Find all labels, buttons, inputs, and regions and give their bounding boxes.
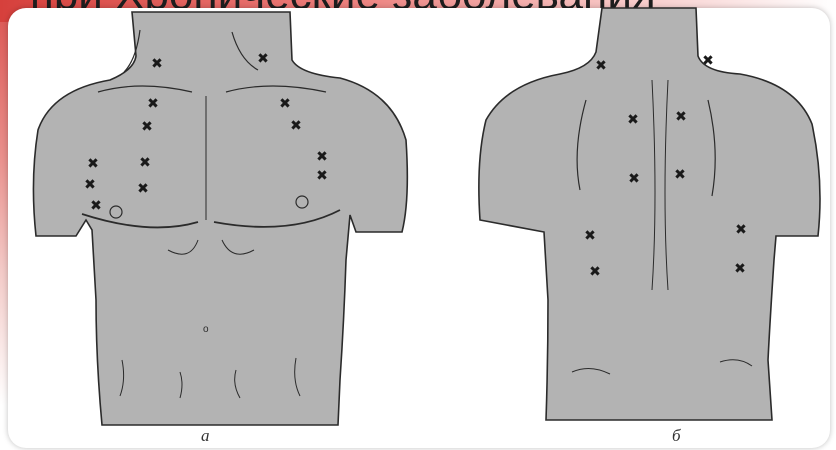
marker-x-5: ✖ bbox=[279, 96, 291, 112]
marker-x-10: ✖ bbox=[139, 155, 151, 171]
marker-x-9: ✖ bbox=[90, 198, 102, 214]
marker-x-14: ✖ bbox=[595, 58, 607, 74]
marker-x-6: ✖ bbox=[290, 118, 302, 134]
marker-x-7: ✖ bbox=[87, 156, 99, 172]
marker-x-17: ✖ bbox=[675, 109, 687, 125]
marker-x-4: ✖ bbox=[141, 119, 153, 135]
marker-x-20: ✖ bbox=[584, 228, 596, 244]
caption-front-view: а bbox=[201, 426, 210, 446]
back-torso bbox=[479, 8, 820, 420]
marker-x-8: ✖ bbox=[84, 177, 96, 193]
marker-x-21: ✖ bbox=[735, 222, 747, 238]
marker-x-2: ✖ bbox=[257, 51, 269, 67]
front-torso-silhouette bbox=[33, 12, 407, 425]
marker-x-12: ✖ bbox=[316, 149, 328, 165]
marker-x-18: ✖ bbox=[628, 171, 640, 187]
marker-x-16: ✖ bbox=[627, 112, 639, 128]
marker-x-13: ✖ bbox=[316, 168, 328, 184]
caption-back-view: б bbox=[672, 426, 681, 446]
navel-mark: о bbox=[203, 324, 209, 335]
marker-x-22: ✖ bbox=[589, 264, 601, 280]
marker-x-23: ✖ bbox=[734, 261, 746, 277]
back-torso-silhouette bbox=[479, 8, 820, 420]
front-torso: о bbox=[33, 12, 407, 425]
marker-x-1: ✖ bbox=[151, 56, 163, 72]
marker-x-15: ✖ bbox=[702, 53, 714, 69]
marker-x-11: ✖ bbox=[137, 181, 149, 197]
marker-x-3: ✖ bbox=[147, 96, 159, 112]
marker-x-19: ✖ bbox=[674, 167, 686, 183]
